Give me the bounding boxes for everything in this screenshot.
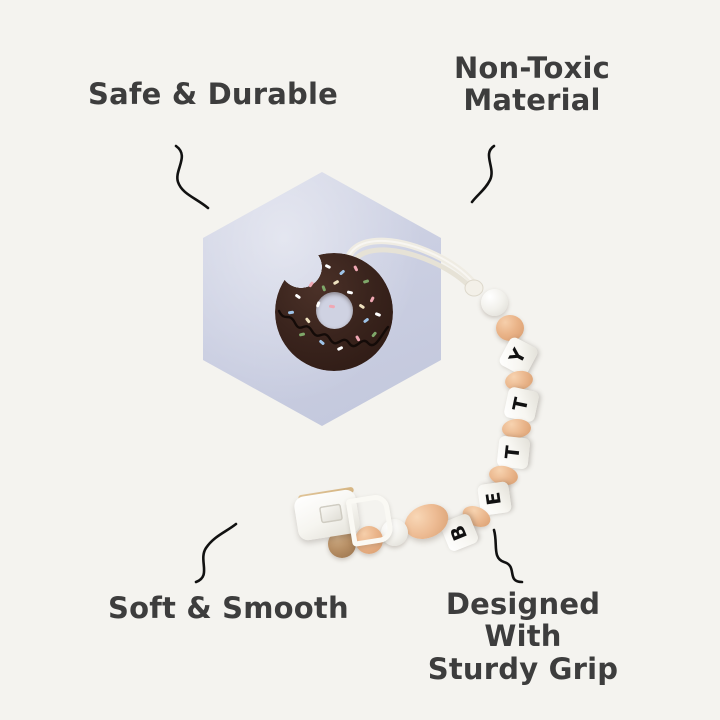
arrow-non-toxic-material [470,144,496,204]
letter-bead-char: T [501,444,525,461]
bead-white [381,519,408,546]
label-designed-sturdy-grip: Designed With Sturdy Grip [427,587,619,686]
label-non-toxic-material: Non-Toxic Material [453,51,611,118]
letter-bead-char: T [508,395,534,414]
arrow-safe-durable [174,144,210,210]
label-soft-smooth: Soft & Smooth [108,591,349,625]
bead-peach [496,315,524,341]
label-safe-durable: Safe & Durable [88,77,338,111]
letter-bead-t2: T [496,435,531,470]
letter-bead-t1: T [503,386,540,423]
clip-lever [318,503,344,524]
letter-bead-char: Y [505,345,531,368]
donut-hole [315,292,353,330]
letter-bead-char: B [446,521,472,544]
arrow-soft-smooth [194,522,238,584]
clip-ring [345,493,395,547]
arrow-designed-sturdy-grip [492,528,524,584]
donut-teether [275,253,393,371]
bead-peach [355,526,383,554]
pacifier-clip [292,486,395,557]
bead-white-top [481,289,508,316]
letter-bead-char: E [482,490,506,507]
